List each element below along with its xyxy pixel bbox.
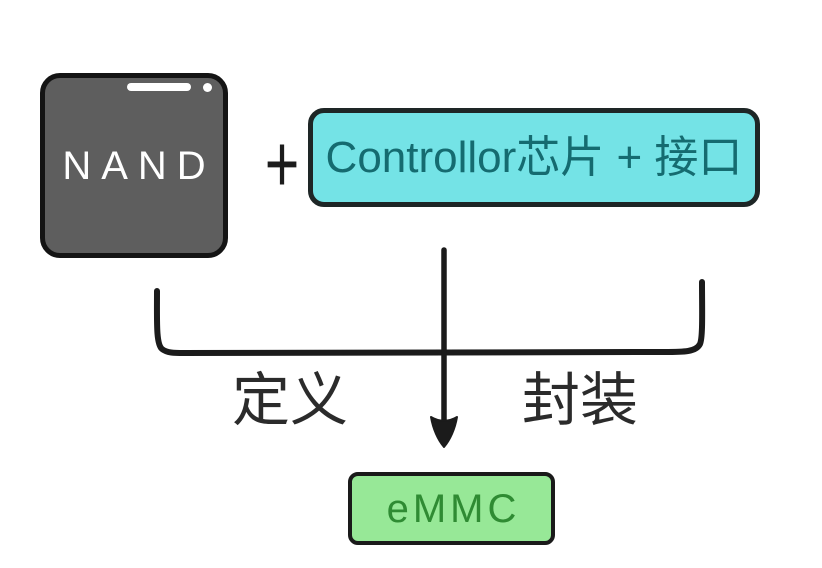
plus-operator: +	[264, 117, 300, 209]
controller-label: Controllor芯片 + 接口	[325, 132, 743, 182]
brace	[153, 279, 706, 356]
nand-label: NAND	[62, 143, 216, 188]
chip-notch-icon	[127, 83, 191, 91]
emmc-label: eMMC	[386, 486, 521, 531]
down-arrow-head	[430, 416, 458, 448]
nand-chip-box: NAND	[40, 73, 228, 258]
brace-label-package: 封装	[521, 368, 638, 433]
controller-box: Controllor芯片 + 接口	[308, 108, 760, 207]
chip-dot-icon	[203, 83, 212, 92]
emmc-box: eMMC	[348, 472, 555, 545]
brace-label-define: 定义	[231, 368, 348, 433]
